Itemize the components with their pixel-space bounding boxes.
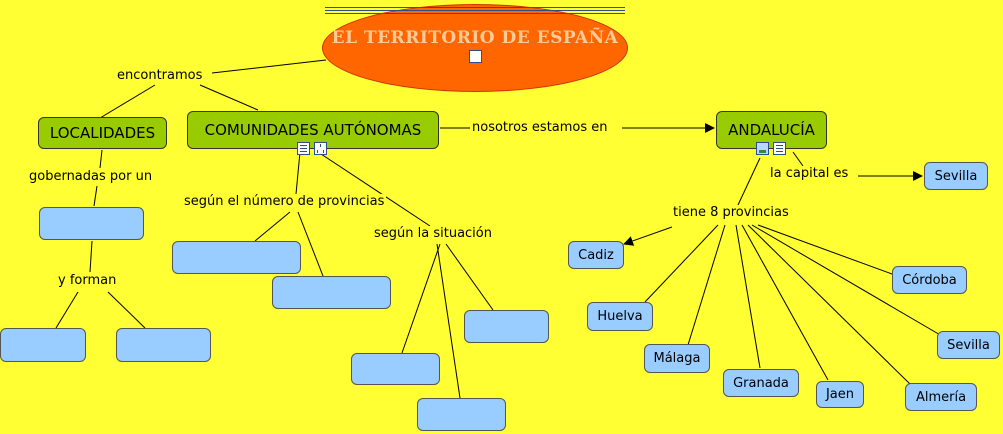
- image-icon[interactable]: [756, 142, 769, 155]
- node-granada[interactable]: Granada: [723, 369, 799, 397]
- node-jaen[interactable]: Jaen: [816, 381, 864, 408]
- empty-node[interactable]: [417, 398, 506, 431]
- node-cadiz[interactable]: Cadiz: [568, 241, 624, 269]
- link-segun-situacion: según la situación: [372, 226, 494, 241]
- document-icon[interactable]: [297, 142, 310, 155]
- link-tiene-provincias: tiene 8 provincias: [671, 205, 791, 220]
- empty-node[interactable]: [351, 353, 440, 385]
- link-capital: la capital es: [768, 166, 851, 181]
- document-icon[interactable]: [468, 49, 482, 63]
- main-topic-title: EL TERRITORIO DE ESPAÑA: [331, 27, 619, 48]
- node-huelva[interactable]: Huelva: [587, 302, 653, 331]
- link-segun-numero: según el número de provincias: [182, 194, 387, 209]
- link-encontramos: encontramos: [115, 68, 205, 83]
- node-cordoba[interactable]: Córdoba: [892, 266, 967, 294]
- link-nosotros: nosotros estamos en: [470, 120, 610, 135]
- node-sevilla[interactable]: Sevilla: [937, 331, 1000, 359]
- empty-node[interactable]: [0, 328, 86, 362]
- main-topic-node[interactable]: EL TERRITORIO DE ESPAÑA: [322, 4, 628, 92]
- node-almeria[interactable]: Almería: [905, 383, 977, 411]
- empty-node[interactable]: [172, 241, 301, 274]
- tree-icon[interactable]: [314, 142, 327, 155]
- empty-node[interactable]: [464, 310, 549, 343]
- empty-node[interactable]: [116, 328, 211, 362]
- node-malaga[interactable]: Málaga: [644, 344, 710, 373]
- empty-node[interactable]: [39, 207, 144, 240]
- link-gobernadas: gobernadas por un: [27, 169, 155, 184]
- node-sevilla-capital[interactable]: Sevilla: [924, 162, 988, 190]
- node-comunidades[interactable]: COMUNIDADES AUTÓNOMAS: [187, 111, 439, 149]
- empty-node[interactable]: [272, 276, 391, 309]
- link-y-forman: y forman: [56, 273, 119, 288]
- node-andalucia[interactable]: ANDALUCÍA: [716, 111, 827, 149]
- document-icon[interactable]: [773, 142, 786, 155]
- node-localidades[interactable]: LOCALIDADES: [38, 117, 167, 149]
